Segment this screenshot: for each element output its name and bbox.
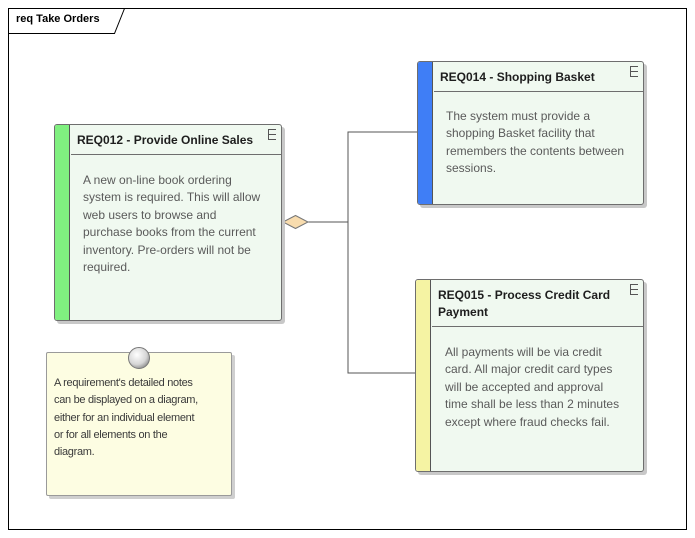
requirement-title: REQ015 - Process Credit Card Payment [432, 280, 643, 326]
collapse-compartment-icon[interactable] [268, 129, 276, 140]
description-line: The system must provide a [446, 109, 591, 123]
pushpin-icon [128, 347, 150, 369]
description-line: required. [83, 260, 131, 275]
aggregation-diamond-icon [281, 214, 310, 230]
diagram-frame [8, 8, 687, 530]
note-line: can be displayed on a diagram, [54, 394, 198, 407]
description-line: web users to browse and [83, 207, 217, 222]
description-line: shopping Basket facility that [446, 126, 595, 141]
requirement-color-stripe [418, 62, 433, 204]
note-element[interactable]: A requirement's detailed notes can be di… [46, 352, 232, 496]
requirement-title: REQ012 - Provide Online Sales [77, 133, 254, 147]
requirement-req012[interactable]: REQ012 - Provide Online Sales A new on-l… [54, 124, 282, 321]
frame-tab-shape [8, 8, 125, 34]
description-line: A new on-line book ordering [83, 173, 232, 187]
title-line: REQ015 - Process Credit Card [438, 288, 611, 302]
requirement-color-stripe [416, 280, 431, 471]
requirement-description: The system must provide a shopping Baske… [446, 108, 633, 178]
description-line: inventory. Pre-orders will not be [83, 242, 251, 257]
collapse-compartment-icon[interactable] [630, 284, 638, 295]
aggregation-connector-req014[interactable] [308, 131, 417, 223]
description-line: will be accepted and approval [445, 379, 604, 394]
requirement-description: A new on-line book ordering system is re… [83, 172, 271, 276]
diagram-title: req Take Orders [16, 13, 100, 25]
note-line: or for all elements on the [54, 428, 168, 441]
requirement-req015[interactable]: REQ015 - Process Credit Card Payment All… [415, 279, 644, 472]
note-line: diagram. [54, 446, 95, 459]
requirement-title: REQ014 - Shopping Basket [440, 70, 595, 84]
title-line: Payment [438, 305, 489, 319]
requirement-description: All payments will be via credit card. Al… [445, 344, 633, 431]
description-line: system is required. This will allow [83, 190, 261, 205]
note-line: A requirement's detailed notes [54, 377, 193, 389]
requirement-req014[interactable]: REQ014 - Shopping Basket The system must… [417, 61, 644, 205]
note-text: A requirement's detailed notes can be di… [54, 375, 223, 461]
requirement-header: REQ012 - Provide Online Sales [71, 125, 281, 155]
requirement-header: REQ014 - Shopping Basket [434, 62, 643, 92]
description-line: card. All major credit card types [445, 362, 613, 377]
description-line: remembers the contents between [446, 143, 625, 158]
description-line: time shall be less than 2 minutes [445, 397, 620, 412]
description-line: All payments will be via credit [445, 345, 602, 359]
description-line: purchase books from the current [83, 225, 256, 240]
description-line: sessions. [446, 161, 497, 176]
aggregation-connector-req015[interactable] [347, 222, 415, 374]
collapse-compartment-icon[interactable] [630, 66, 638, 77]
note-line: either for an individual element [54, 411, 195, 424]
requirement-header: REQ015 - Process Credit Card Payment [432, 280, 643, 327]
requirement-color-stripe [55, 125, 70, 320]
description-line: except where fraud checks fail. [445, 414, 610, 429]
